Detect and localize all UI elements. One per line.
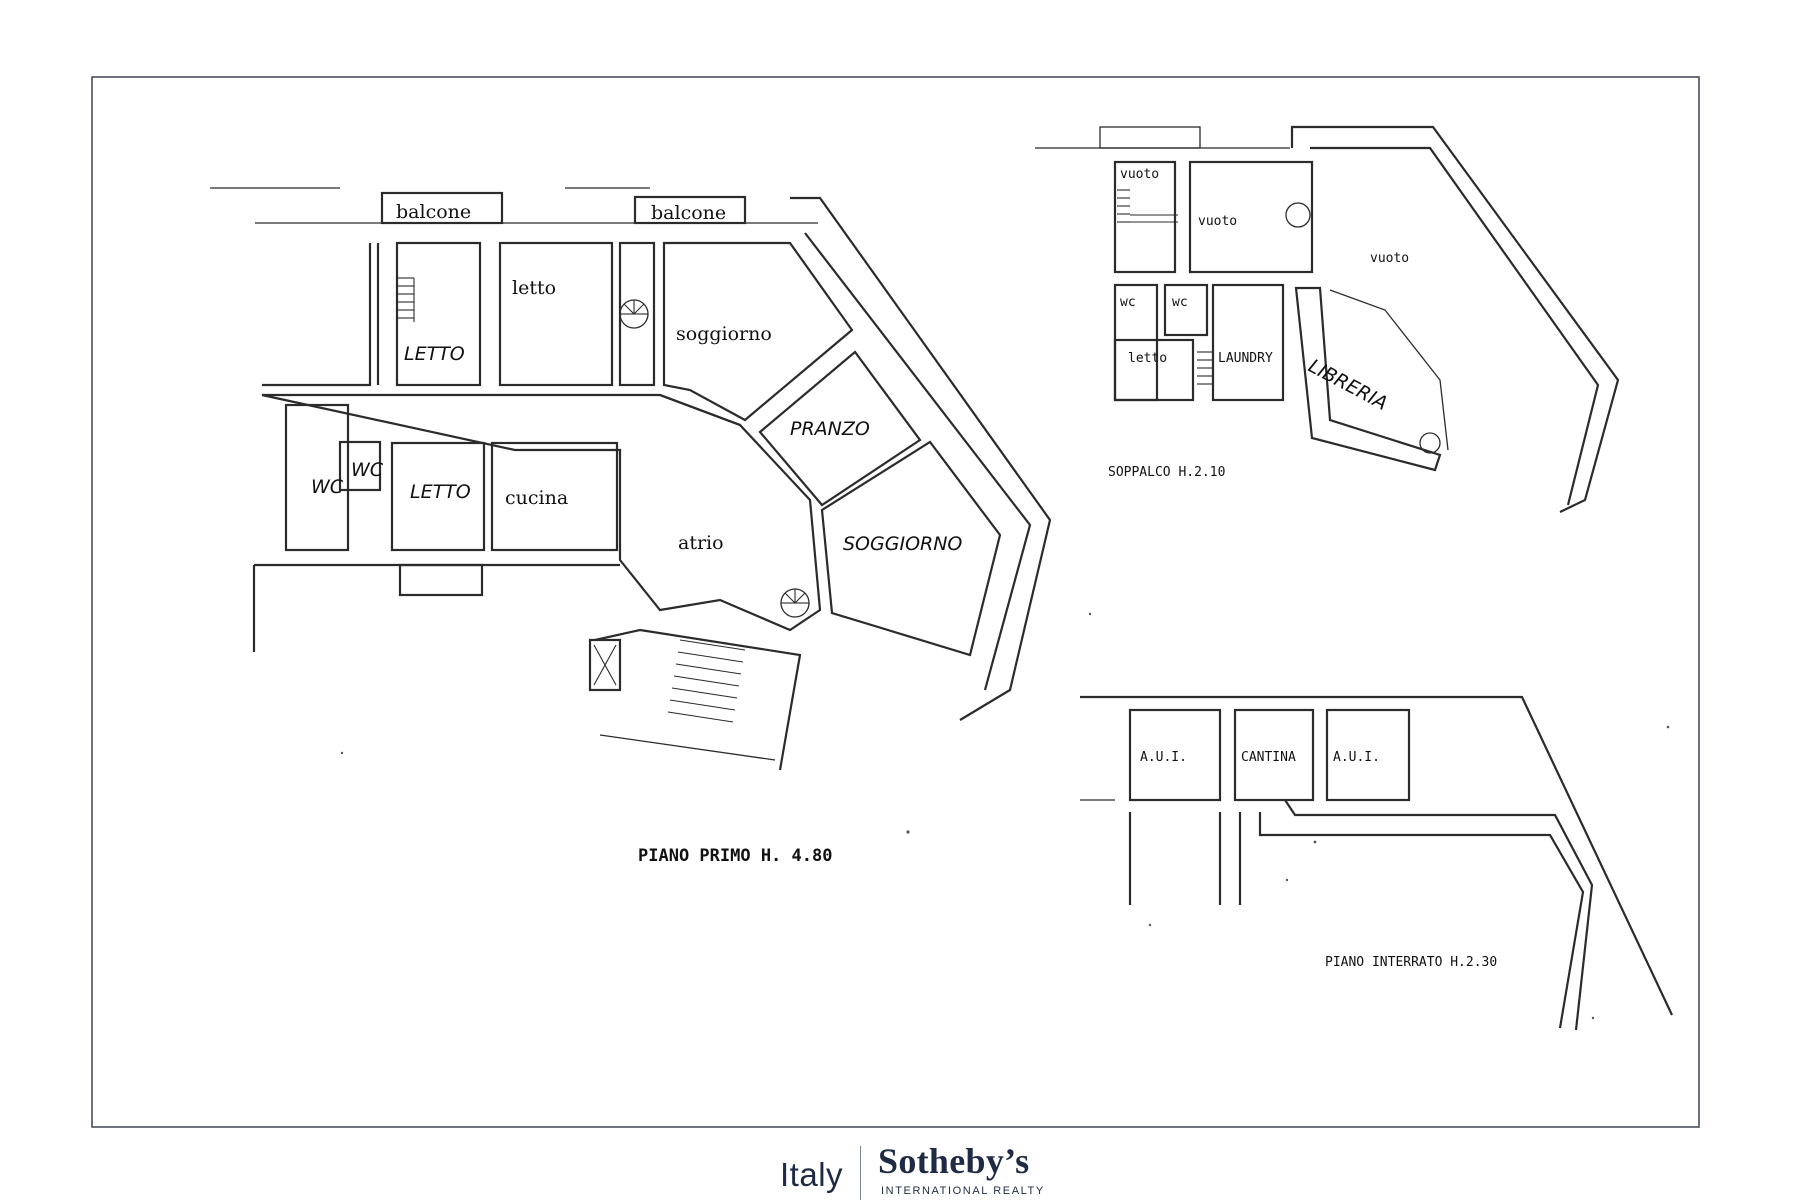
room-label-letto-2: LETTO [404, 343, 465, 365]
room-label-wc-1: WC [311, 476, 344, 498]
balcone-1-outline [380, 191, 504, 225]
room-label-vuoto-2: vuoto [1198, 214, 1237, 229]
soppalco-letto-walls [1113, 338, 1195, 402]
letto-3-walls [390, 441, 486, 552]
room-label-soppalco-wc-2: wc [1172, 295, 1188, 310]
brand-name: Sotheby’s [878, 1141, 1030, 1181]
cantina-walls [1233, 708, 1315, 802]
wc-1-walls [284, 403, 350, 552]
spiral-stair-3 [1285, 202, 1311, 228]
vuoto-2-walls [1188, 160, 1314, 274]
room-label-vuoto-1: vuoto [1120, 167, 1159, 182]
room-label-pranzo: PRANZO [790, 418, 870, 440]
room-label-vuoto-3: vuoto [1370, 251, 1409, 266]
piano-primo-plan: balcone balcone letto LETTO soggiorno PR… [210, 187, 1052, 866]
vuoto-1-walls [1113, 160, 1177, 274]
room-label-soppalco-wc-1: wc [1120, 295, 1136, 310]
brand-subtitle: INTERNATIONAL REALTY [881, 1185, 1045, 1197]
soppalco-caption: SOPPALCO H.2.10 [1108, 465, 1225, 480]
soggiorno-1-walls [662, 241, 854, 422]
room-label-balcone-1: balcone [396, 201, 471, 223]
libreria-walls [1294, 286, 1442, 472]
brand-logo: Italy Sotheby’s INTERNATIONAL REALTY [0, 1138, 1800, 1200]
aui-2-walls [1325, 708, 1411, 802]
brand-divider [860, 1146, 861, 1200]
spiral-stair-4 [1419, 432, 1441, 454]
room-label-balcone-2: balcone [651, 202, 726, 224]
room-label-cucina: cucina [505, 487, 568, 509]
piano-interrato-plan: A.U.I. CANTINA A.U.I. PIANO INTERRATO H.… [1080, 695, 1673, 1031]
spiral-stair-2 [780, 588, 810, 618]
soggiorno-2-walls [820, 440, 1002, 657]
room-label-libreria: LIBRERIA [1305, 355, 1391, 415]
scan-specks [340, 612, 1670, 1020]
wc-2-walls [338, 440, 382, 492]
cucina-walls [490, 441, 619, 552]
main-staircase [588, 628, 802, 771]
brand-region: Italy [780, 1156, 844, 1193]
soppalco-wc-2-walls [1163, 283, 1209, 337]
room-label-aui-2: A.U.I. [1333, 750, 1380, 765]
room-label-soggiorno-1: soggiorno [676, 323, 772, 345]
room-label-soppalco-letto: letto [1128, 351, 1167, 366]
sheet-frame [91, 76, 1700, 1128]
room-label-letto-1: letto [512, 277, 556, 299]
room-label-wc-2: WC [351, 459, 384, 481]
piano-interrato-caption: PIANO INTERRATO H.2.30 [1325, 955, 1497, 970]
soppalco-plan: vuoto vuoto vuoto wc wc letto LAUNDRY LI… [1035, 125, 1620, 513]
pranzo-walls [758, 350, 922, 507]
balcone-2-outline [633, 195, 747, 225]
room-label-cantina: CANTINA [1241, 750, 1296, 765]
aui-1-walls [1128, 708, 1222, 802]
letto-2-walls [395, 241, 482, 387]
laundry-walls [1211, 283, 1285, 402]
room-label-letto-3: LETTO [410, 481, 471, 503]
room-label-soggiorno-2: SOGGIORNO [843, 533, 962, 555]
spiral-stair-1 [619, 299, 649, 329]
letto-1-walls [498, 241, 614, 387]
room-label-atrio: atrio [678, 532, 724, 554]
room-label-aui-1: A.U.I. [1140, 750, 1187, 765]
room-label-laundry: LAUNDRY [1218, 351, 1273, 366]
piano-primo-caption: PIANO PRIMO H. 4.80 [638, 846, 832, 866]
